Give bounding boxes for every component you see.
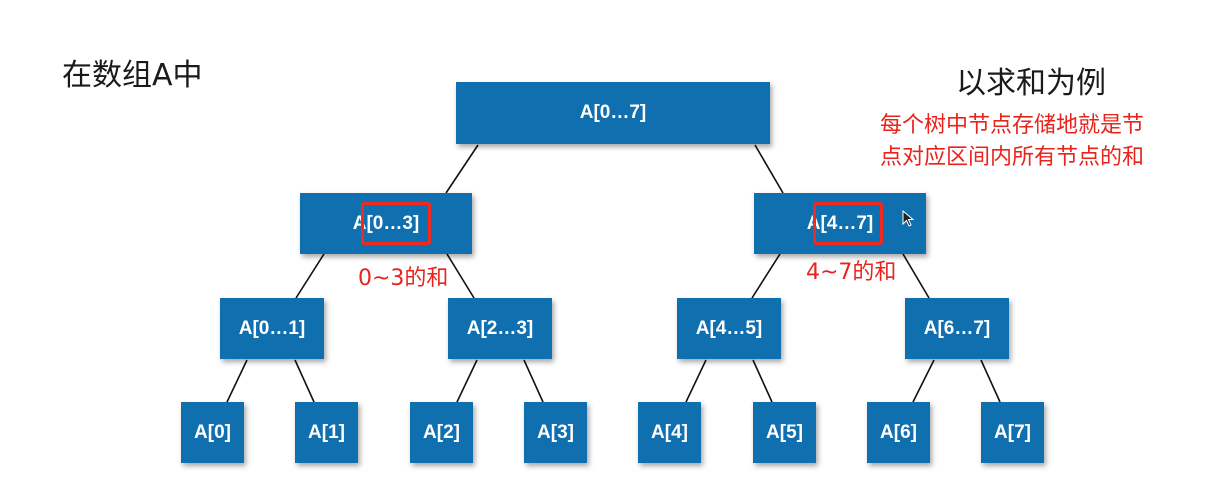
edge-n01-a0: [226, 359, 248, 403]
leaf-a1: A[1]: [295, 402, 358, 463]
node-root: A[0…7]: [456, 82, 770, 144]
highlight-box-0-3: [361, 202, 431, 245]
explanation-note: 每个树中节点存储地就是节 点对应区间内所有节点的和: [880, 110, 1144, 174]
edge-n23-a2: [456, 359, 478, 403]
leaf-a4: A[4]: [638, 402, 701, 463]
edge-n03-n01: [295, 253, 325, 299]
edge-n01-a1: [294, 359, 315, 403]
edge-n47-n67: [902, 253, 930, 299]
node-4-5: A[4…5]: [677, 298, 781, 359]
example-title: 以求和为例: [956, 66, 1106, 101]
leaf-a0: A[0]: [181, 402, 244, 463]
leaf-a7: A[7]: [981, 402, 1044, 463]
edge-n03-n23: [446, 253, 475, 299]
mouse-cursor-icon: [902, 210, 915, 227]
edge-root-n03: [445, 144, 479, 194]
node-2-3: A[2…3]: [448, 298, 552, 359]
leaf-a2: A[2]: [410, 402, 473, 463]
annotation-sum-4-7: 4~7的和: [806, 260, 897, 285]
annotation-sum-0-3: 0~3的和: [358, 266, 449, 291]
note-line-2: 点对应区间内所有节点的和: [880, 145, 1145, 170]
highlight-box-4-7: [813, 202, 883, 245]
edge-n47-n45: [751, 253, 781, 299]
node-0-1: A[0…1]: [220, 298, 324, 359]
leaf-a3: A[3]: [524, 402, 587, 463]
edge-n23-a3: [523, 359, 544, 403]
note-line-1: 每个树中节点存储地就是节: [880, 113, 1145, 138]
edge-n45-a5: [752, 359, 773, 403]
node-6-7: A[6…7]: [905, 298, 1009, 359]
leaf-a5: A[5]: [753, 402, 816, 463]
leaf-a6: A[6]: [867, 402, 930, 463]
edge-n67-a7: [980, 359, 1001, 403]
edge-root-n47: [754, 144, 784, 194]
edge-n67-a6: [912, 359, 935, 403]
page-title: 在数组A中: [62, 58, 203, 93]
edge-n45-a4: [685, 359, 707, 403]
